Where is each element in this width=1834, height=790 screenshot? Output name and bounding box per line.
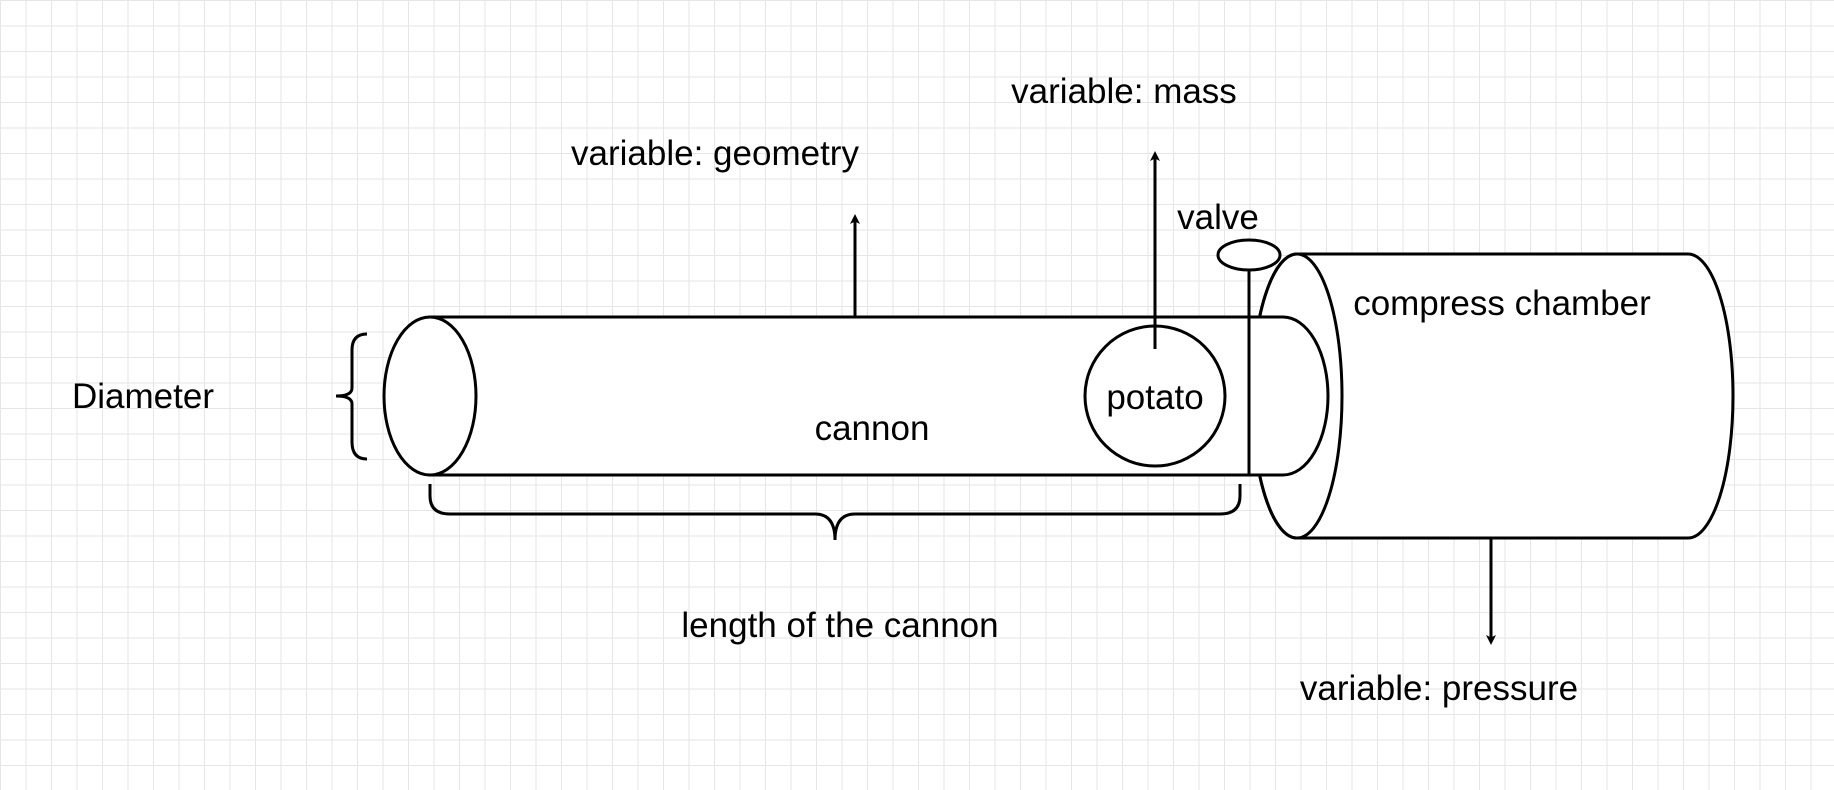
valve (1216, 238, 1282, 475)
mass-label: variable: mass (1011, 72, 1237, 111)
barrel-muzzle (382, 315, 478, 477)
length-label: length of the cannon (681, 606, 998, 645)
geometry-label: variable: geometry (571, 134, 859, 173)
cannon-label: cannon (815, 409, 930, 448)
diameter-brace (335, 332, 368, 461)
potato-label: potato (1106, 378, 1203, 417)
valve-handle (1216, 238, 1282, 272)
valve-label: valve (1177, 198, 1259, 237)
length-brace (428, 484, 1242, 541)
diameter-label: Diameter (72, 377, 214, 416)
chamber-label: compress chamber (1353, 284, 1651, 323)
pressure-label: variable: pressure (1300, 669, 1578, 708)
